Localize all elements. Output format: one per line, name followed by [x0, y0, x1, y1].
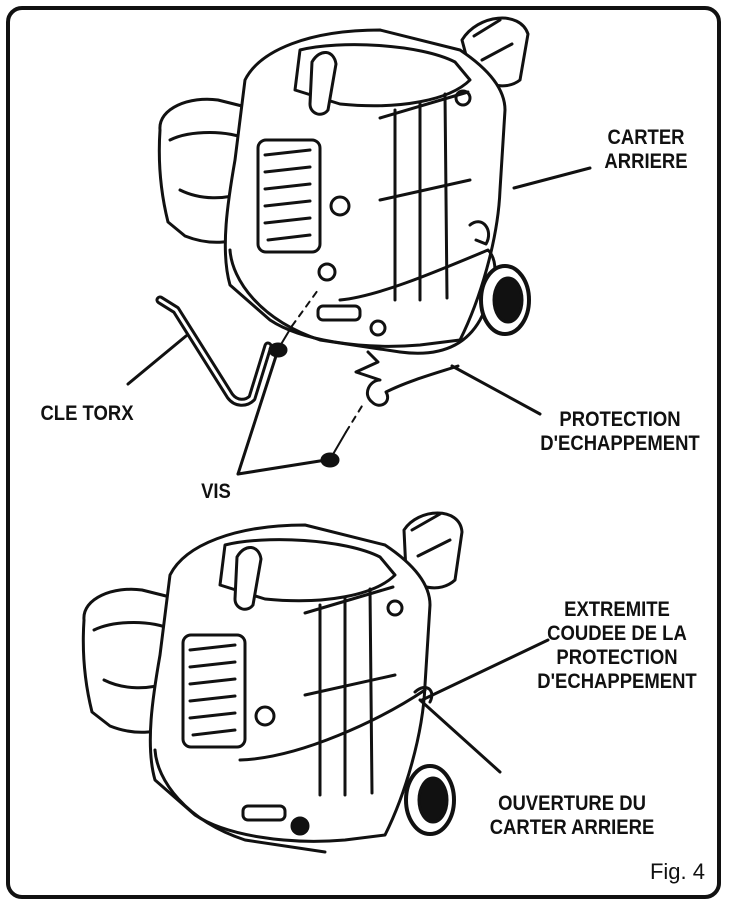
label-torx-key: CLE TORX: [40, 402, 134, 425]
engine-bottom: [81, 511, 464, 854]
label-rear-case-opening: OUVERTURE DU CARTER ARRIERE: [489, 792, 655, 839]
label-exhaust-guard: PROTECTION D'ECHAPPEMENT: [540, 408, 700, 455]
engine-top: [157, 16, 531, 355]
figure-frame: [6, 6, 721, 899]
label-guard-bent-end: EXTREMITE COUDEE DE LA PROTECTION D'ECHA…: [537, 598, 697, 693]
screw-upper: [268, 325, 293, 358]
label-rear-case: CARTER ARRIERE: [604, 126, 688, 173]
figure-number: Fig. 4: [649, 859, 705, 884]
label-screws: VIS: [201, 480, 231, 503]
torx-key: [155, 295, 273, 407]
